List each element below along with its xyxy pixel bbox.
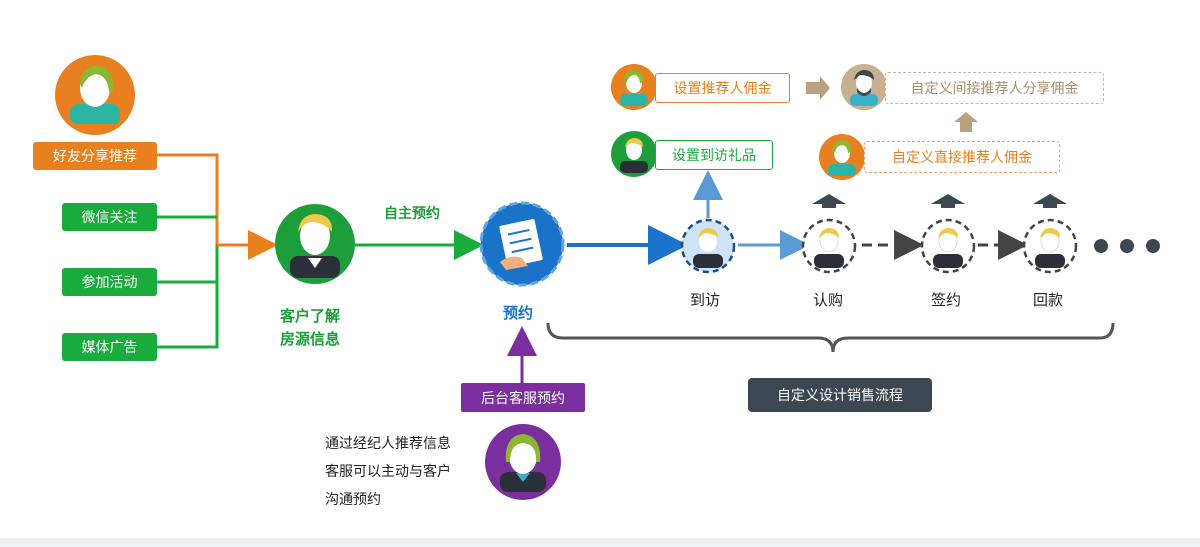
source-media-ad: 媒体广告	[62, 333, 157, 361]
visit-avatar	[680, 218, 736, 274]
referrer-commission-avatar	[611, 64, 657, 110]
booking-avatar	[479, 201, 565, 287]
stage-payment-label: 回款	[1033, 291, 1064, 309]
note-line-2: 客服可以主动与客户	[325, 464, 451, 480]
self-booking-label: 自主预约	[384, 206, 440, 222]
note-line-1: 通过经纪人推荐信息	[325, 436, 451, 452]
stage-up-markers	[812, 194, 1067, 208]
commission-up-arrow	[954, 112, 978, 132]
custom-flow-brace	[546, 322, 1115, 353]
source-event: 参加活动	[62, 268, 157, 296]
customer-label-line2: 房源信息	[280, 330, 341, 348]
visit-gift-box: 设置到访礼品	[655, 140, 773, 170]
ellipsis-dots	[1094, 239, 1160, 253]
commission-right-arrow	[806, 76, 830, 100]
stage-purchase-label: 认购	[813, 291, 844, 309]
custom-flow-box: 自定义设计销售流程	[748, 378, 932, 412]
direct-referrer-avatar	[819, 134, 865, 180]
backend-booking-box: 后台客服预约	[461, 383, 585, 412]
set-referrer-commission-box: 设置推荐人佣金	[655, 73, 790, 103]
referrer-avatar	[55, 55, 135, 135]
indirect-referrer-avatar	[841, 64, 887, 110]
page-bottom-bar	[0, 538, 1200, 547]
customer-avatar	[275, 204, 355, 284]
source-friend-share: 好友分享推荐	[33, 142, 157, 170]
purchase-avatar	[801, 218, 857, 274]
stage-visit-label: 到访	[690, 291, 721, 309]
direct-commission-box: 自定义直接推荐人佣金	[864, 141, 1060, 173]
note-line-3: 沟通预约	[325, 492, 381, 508]
source-wechat: 微信关注	[62, 203, 157, 231]
gift-avatar	[611, 131, 657, 177]
customer-label-line1: 客户了解	[280, 307, 341, 325]
backend-agent-avatar	[485, 424, 561, 500]
backend-note: 通过经纪人推荐信息 客服可以主动与客户 沟通预约	[325, 430, 451, 514]
source-connectors	[157, 153, 278, 349]
payment-avatar	[1022, 218, 1078, 274]
stage-sign-label: 签约	[931, 291, 962, 309]
booking-label: 预约	[503, 304, 534, 322]
indirect-commission-box: 自定义间接推荐人分享佣金	[885, 72, 1104, 104]
sign-avatar	[920, 218, 976, 274]
